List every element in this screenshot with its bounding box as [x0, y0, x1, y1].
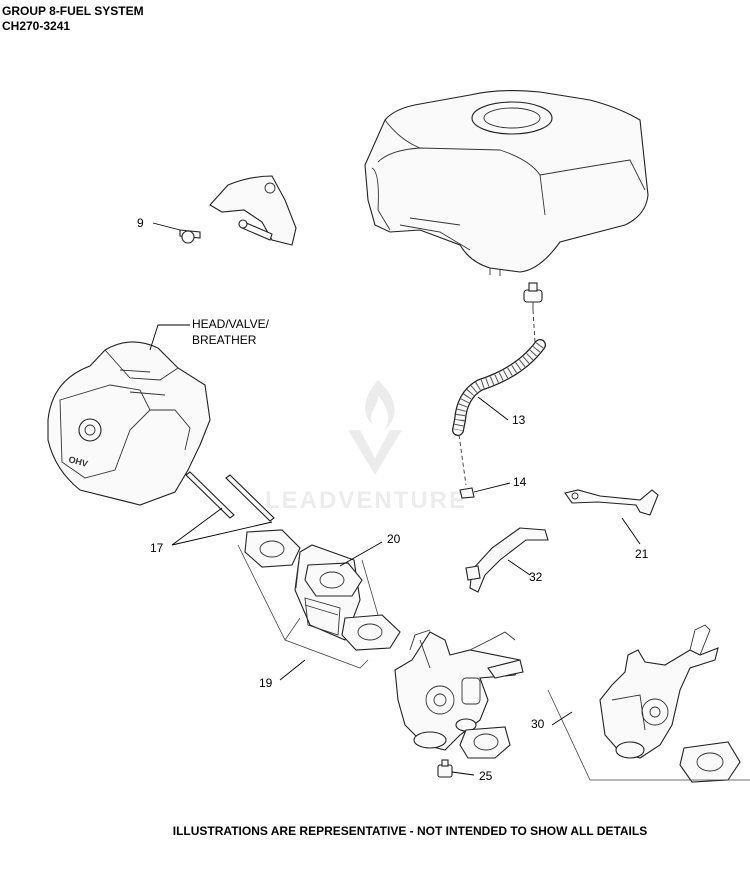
callout-9: 9	[137, 216, 144, 230]
intake-gasket-2	[341, 614, 401, 651]
callout-32: 32	[529, 570, 543, 584]
callout-19: 19	[259, 676, 273, 690]
callout-30: 30	[531, 717, 545, 731]
cylinder-head-assembly: OHV	[47, 341, 211, 506]
callout-25: 25	[479, 769, 493, 783]
carburetor-kit	[599, 624, 719, 759]
watermark-text: LEADVENTURE	[265, 487, 467, 514]
callout-14: 14	[513, 475, 527, 489]
intake-gasket-1	[244, 529, 301, 568]
watermark-logo: LEADVENTURE	[265, 380, 467, 514]
model-code: CH270-3241	[2, 19, 71, 33]
callout-21: 21	[635, 547, 649, 561]
choke-bracket	[465, 527, 549, 593]
throttle-link	[564, 489, 659, 516]
fuel-shutoff-fitting	[523, 282, 543, 310]
callout-13: 13	[512, 413, 526, 427]
fuel-hose	[452, 339, 546, 436]
callout-head-valve-line1: HEAD/VALVE/	[192, 317, 269, 331]
callout-20: 20	[387, 532, 401, 546]
stud-17a	[185, 471, 235, 519]
carburetor-gasket	[459, 726, 511, 759]
carburetor	[394, 629, 524, 751]
intake-gasket-20	[304, 562, 363, 597]
fuel-tank	[364, 90, 649, 276]
svg-text:OHV: OHV	[67, 454, 88, 469]
diagram-title: GROUP 8-FUEL SYSTEM	[2, 4, 144, 18]
callout-17: 17	[150, 541, 164, 555]
callout-head-valve-line2: BREATHER	[192, 333, 257, 347]
carburetor-kit-gasket	[679, 741, 741, 783]
tank-bracket	[209, 175, 297, 246]
stud-17b	[225, 474, 275, 522]
disclaimer-note: ILLUSTRATIONS ARE REPRESENTATIVE - NOT I…	[172, 824, 648, 838]
hose-clamp	[459, 487, 475, 499]
drain-screw	[437, 759, 453, 778]
bolt-9	[179, 229, 201, 244]
